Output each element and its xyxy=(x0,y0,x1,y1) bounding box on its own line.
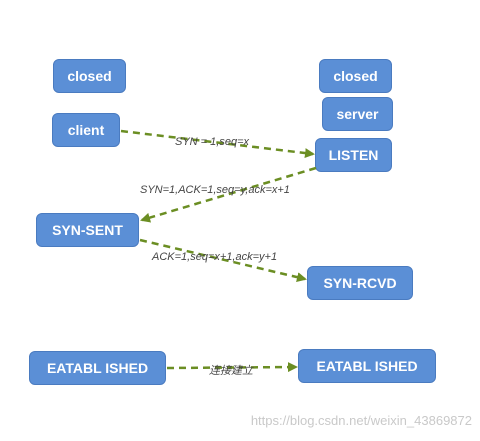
ack-arrow xyxy=(139,238,307,283)
server-node: server xyxy=(322,97,393,131)
established-label: 连接建立 xyxy=(209,365,253,377)
established-arrow xyxy=(166,362,298,373)
established-client-node: EATABL ISHED xyxy=(29,351,166,385)
syn-ack-arrow xyxy=(140,166,317,223)
syn-arrow xyxy=(120,129,315,159)
syn-rcvd-node: SYN-RCVD xyxy=(307,266,413,300)
syn-ack-label: SYN=1,ACK=1,seq=y,ack=x+1 xyxy=(140,184,290,196)
syn-sent-node: SYN-SENT xyxy=(36,213,139,247)
client-node: client xyxy=(52,113,120,147)
ack-label: ACK=1,seq=x+1,ack=y+1 xyxy=(152,251,278,263)
listen-node: LISTEN xyxy=(315,138,392,172)
established-server-node: EATABL ISHED xyxy=(298,349,436,383)
closed-server-node: closed xyxy=(319,59,392,93)
closed-client-node: closed xyxy=(53,59,126,93)
syn-label: SYN = 1,seq=x xyxy=(175,136,249,148)
watermark-text: https://blog.csdn.net/weixin_43869872 xyxy=(250,413,472,428)
